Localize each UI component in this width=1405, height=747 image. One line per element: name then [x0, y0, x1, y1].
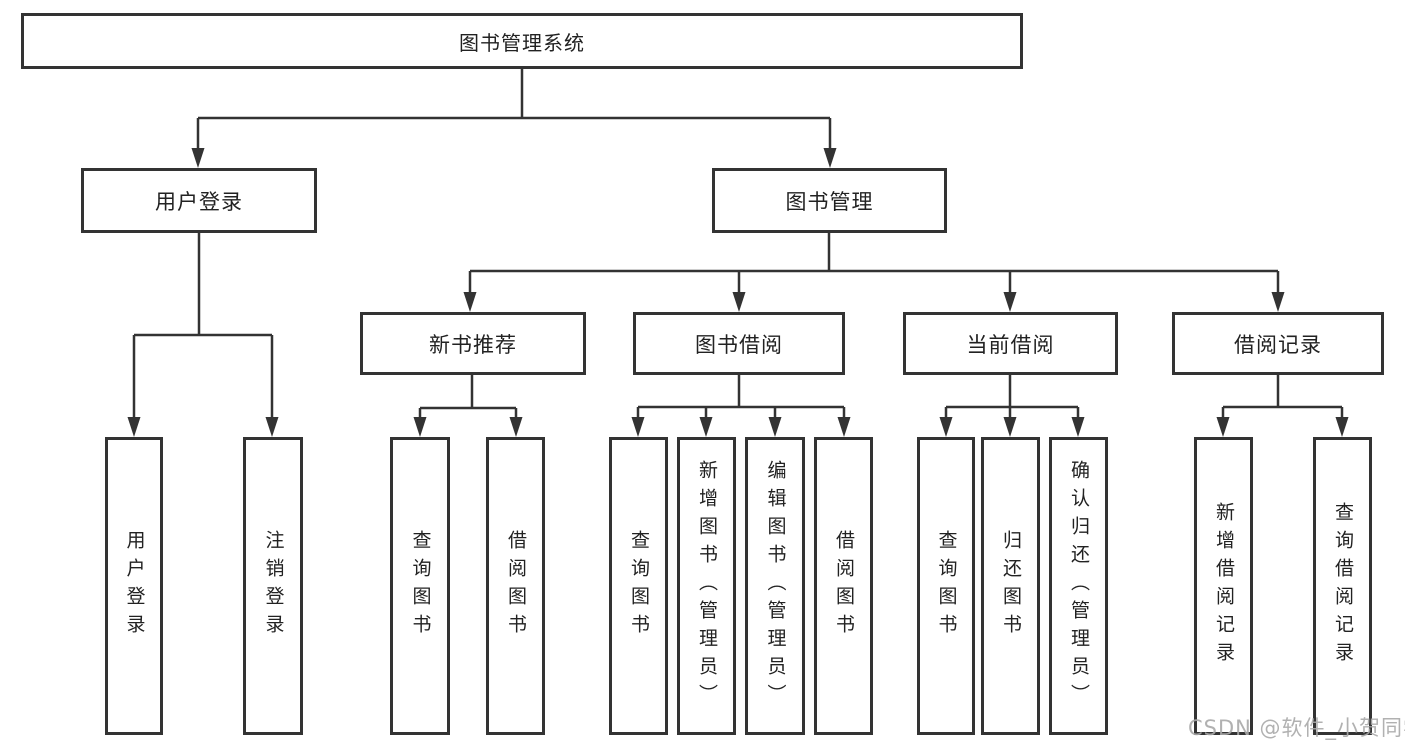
leaf-label: 归还图书: [1000, 530, 1022, 642]
leaf-label: 借阅图书: [833, 530, 855, 642]
leaf-borrow-books-1: 借阅图书: [486, 437, 545, 735]
leaf-label: 新增图书（管理员）: [696, 460, 718, 712]
leaf-borrow-books-2: 借阅图书: [814, 437, 873, 735]
leaf-confirm-return-admin: 确认归还（管理员）: [1049, 437, 1108, 735]
leaf-label: 查询图书: [409, 530, 432, 642]
leaf-query-books-2: 查询图书: [609, 437, 668, 735]
node-label: 图书管理: [785, 189, 874, 214]
leaf-label: 确认归还（管理员）: [1068, 460, 1090, 712]
leaf-label: 借阅图书: [505, 530, 527, 642]
leaf-query-books-1: 查询图书: [390, 437, 450, 735]
node-label: 当前借阅: [966, 332, 1055, 357]
leaf-return-books: 归还图书: [981, 437, 1040, 735]
node-label: 图书借阅: [695, 332, 783, 357]
node-user-login: 用户登录: [81, 168, 317, 233]
leaf-label: 查询图书: [628, 530, 650, 642]
leaf-query-books-3: 查询图书: [917, 437, 975, 735]
leaf-add-borrow-record: 新增借阅记录: [1194, 437, 1253, 735]
node-label: 借阅记录: [1234, 332, 1322, 357]
node-label: 新书推荐: [429, 332, 517, 357]
leaf-label: 查询图书: [935, 530, 958, 642]
leaf-add-books-admin: 新增图书（管理员）: [677, 437, 736, 735]
leaf-label: 新增借阅记录: [1213, 502, 1235, 670]
leaf-user-login: 用户登录: [105, 437, 163, 735]
node-book-management: 图书管理: [712, 168, 947, 233]
leaf-label: 查询借阅记录: [1332, 502, 1354, 670]
leaf-label: 编辑图书（管理员）: [764, 460, 787, 712]
node-label: 图书管理系统: [459, 30, 585, 55]
node-library-management-system: 图书管理系统: [21, 13, 1023, 69]
leaf-label: 注销登录: [262, 530, 285, 642]
node-current-borrow: 当前借阅: [903, 312, 1118, 375]
leaf-edit-books-admin: 编辑图书（管理员）: [745, 437, 805, 735]
node-borrow-record: 借阅记录: [1172, 312, 1384, 375]
leaf-query-borrow-record: 查询借阅记录: [1313, 437, 1372, 735]
leaf-logout: 注销登录: [243, 437, 303, 735]
arrowhead-icons: [127, 148, 1349, 437]
node-new-book-recommend: 新书推荐: [360, 312, 586, 375]
node-book-borrow: 图书借阅: [633, 312, 845, 375]
node-label: 用户登录: [155, 189, 243, 214]
csdn-watermark: CSDN @软件_小贺同学: [1188, 716, 1405, 740]
leaf-label: 用户登录: [123, 530, 146, 642]
